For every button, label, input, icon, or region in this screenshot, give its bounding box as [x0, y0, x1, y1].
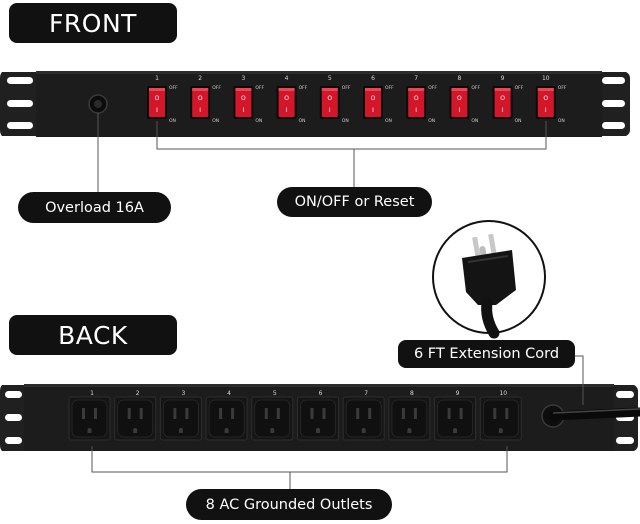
switch-off-symbol: O [198, 95, 203, 102]
switch-off-symbol: O [241, 95, 246, 102]
switch-number: 7 [414, 75, 418, 82]
switch-off-symbol: O [500, 95, 505, 102]
switch-on-label: ON [428, 118, 435, 124]
switch-off-symbol: O [414, 95, 419, 102]
switch-off-label: OFF [428, 85, 437, 91]
switch-on-symbol: I [199, 107, 201, 114]
switch-on-symbol: I [415, 107, 417, 114]
plug-inset [432, 220, 546, 339]
switch-on-symbol: I [156, 107, 158, 114]
switch-off-label: OFF [558, 85, 567, 91]
switch-off-label: OFF [255, 85, 264, 91]
outlet-number: 8 [410, 390, 414, 397]
switch-off-symbol: O [284, 95, 289, 102]
switch-number: 9 [501, 75, 505, 82]
front-panel: OI1OFFONOI2OFFONOI3OFFONOI4OFFONOI5OFFON… [0, 71, 630, 137]
switch-on-label: ON [515, 118, 522, 124]
back-leader-lines [91, 355, 584, 489]
outlets-label: 8 AC Grounded Outlets [186, 489, 392, 520]
switch-on-symbol: I [286, 107, 288, 114]
ac-outlet-9[interactable]: 9 [434, 390, 477, 441]
outlet-number: 9 [456, 390, 460, 397]
switch-on-symbol: I [329, 107, 331, 114]
switch-off-label: OFF [515, 85, 524, 91]
switch-number: 4 [285, 75, 289, 82]
switch-number: 5 [328, 75, 332, 82]
switch-off-symbol: O [155, 95, 160, 102]
power-cord [548, 407, 640, 421]
outlet-number: 2 [136, 390, 140, 397]
switch-off-label: OFF [385, 85, 394, 91]
back-panel: 1 2 3 4 5 6 7 8 9 10 [0, 384, 640, 451]
switch-label: ON/OFF or Reset [277, 187, 432, 217]
switch-off-label: OFF [212, 85, 221, 91]
switch-number: 8 [457, 75, 461, 82]
switch-number: 1 [155, 75, 159, 82]
ac-outlet-4[interactable]: 4 [205, 390, 248, 441]
switch-on-symbol: I [502, 107, 504, 114]
switch-on-label: ON [471, 118, 478, 124]
front-leader-lines [97, 113, 547, 192]
cord-label: 6 FT Extension Cord [398, 340, 575, 368]
outlet-number: 10 [499, 390, 507, 397]
outlet-number: 1 [90, 390, 94, 397]
ac-outlet-2[interactable]: 2 [114, 390, 157, 441]
switch-on-symbol: I [372, 107, 374, 114]
outlet-number: 6 [319, 390, 323, 397]
switch-off-label: OFF [299, 85, 308, 91]
switch-on-symbol: I [545, 107, 547, 114]
ac-outlet-3[interactable]: 3 [159, 390, 202, 441]
switch-off-label: OFF [471, 85, 480, 91]
switch-off-label: OFF [342, 85, 351, 91]
switch-on-symbol: I [243, 107, 245, 114]
ac-outlet-5[interactable]: 5 [251, 390, 294, 441]
switch-number: 3 [241, 75, 245, 82]
switch-number: 10 [542, 75, 550, 82]
front-title: FRONT [9, 3, 177, 43]
outlet-number: 7 [364, 390, 368, 397]
switch-number: 6 [371, 75, 375, 82]
switch-off-symbol: O [371, 95, 376, 102]
outlet-number: 5 [273, 390, 277, 397]
ac-outlet-6[interactable]: 6 [297, 390, 339, 441]
outlet-number: 3 [181, 390, 185, 397]
switch-off-symbol: O [327, 95, 332, 102]
outlet-number: 4 [227, 390, 231, 397]
switch-off-label: OFF [169, 85, 178, 91]
switch-on-label: ON [255, 118, 262, 124]
switch-off-symbol: O [543, 95, 548, 102]
switch-on-label: ON [342, 118, 349, 124]
switch-on-label: ON [299, 118, 306, 124]
overload-label: Overload 16A [18, 192, 171, 223]
switch-on-label: ON [212, 118, 219, 124]
ac-outlet-7[interactable]: 7 [342, 390, 385, 441]
plug-icon [462, 250, 516, 305]
ac-outlet-1[interactable]: 1 [68, 390, 111, 441]
switch-on-label: ON [169, 118, 176, 124]
ac-outlet-8[interactable]: 8 [388, 390, 431, 441]
switch-on-symbol: I [459, 107, 461, 114]
back-title: BACK [9, 315, 177, 355]
ac-outlet-10[interactable]: 10 [479, 390, 522, 441]
switch-off-symbol: O [457, 95, 462, 102]
switch-on-label: ON [385, 118, 392, 124]
switch-on-label: ON [558, 118, 565, 124]
switch-number: 2 [198, 75, 202, 82]
